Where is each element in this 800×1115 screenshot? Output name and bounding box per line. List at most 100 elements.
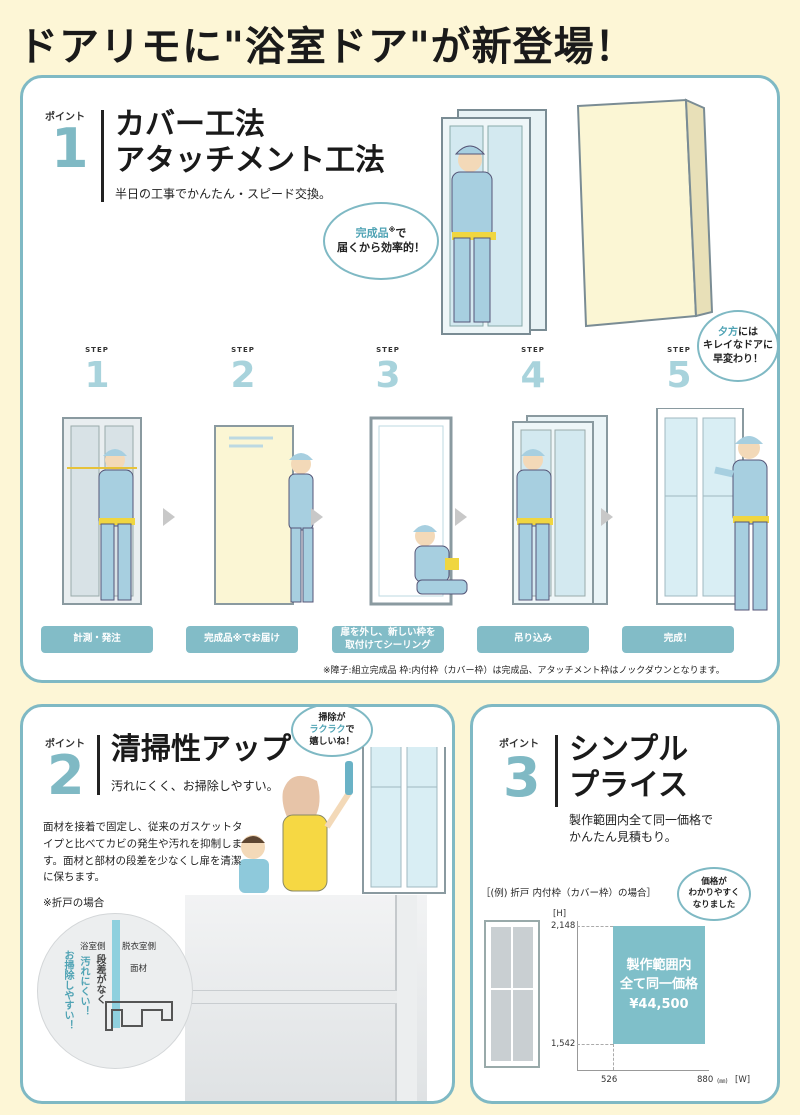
point2-number: 2: [47, 744, 85, 807]
axis-x-line: [577, 1070, 709, 1071]
bubble-accent-text: 完成品: [355, 226, 389, 240]
point3-bubble-line2: わかりやすく: [688, 888, 740, 899]
axis-h-unit: [H]: [553, 909, 567, 919]
bubble-line1: 完成品※で: [356, 226, 407, 242]
step1-illustration: [62, 417, 142, 605]
axis-w-unit-small: (㎜): [717, 1078, 728, 1085]
point3-bubble-line3: なりました: [692, 899, 736, 910]
range-line2: 全て同一価格: [619, 977, 698, 993]
bubble5-line1: 夕方には: [718, 326, 758, 340]
step3-caption: 扉を外し、新しい枠を 取付けてシーリング: [332, 626, 444, 653]
step4-illustration: [512, 415, 608, 605]
bubble-rest-text: で: [395, 226, 407, 240]
step3-caption-line2: 取付けてシーリング: [345, 639, 431, 651]
point2-heading: 清掃性アップ: [111, 732, 291, 767]
point2-bubble-rest: で: [345, 724, 355, 735]
bubble5-accent-text: 夕方: [718, 326, 738, 338]
point2-subtitle: 汚れにくく、お掃除しやすい。: [111, 779, 279, 793]
folding-door-image: [484, 920, 540, 1068]
section-diagram: 浴室側 脱衣室側 面材 段差がなく 汚れにくい！ お掃除しやすい！: [37, 913, 193, 1069]
point2-divider: [97, 735, 100, 795]
point2-body-line4: に保ちます。: [43, 871, 105, 884]
step3-label: STEP: [376, 346, 400, 354]
step5-illustration: [656, 408, 744, 605]
arrow-step2-3: [311, 508, 323, 526]
tick-h-max: 2,148: [551, 921, 576, 931]
bubble5-line3: 早変わり！: [713, 353, 763, 365]
point2-bubble-accent: ラクラク: [309, 724, 346, 735]
step4-label: STEP: [521, 346, 545, 354]
point1-heading-line2: アタッチメント工法: [115, 143, 385, 178]
point3-heading-line2: プライス: [569, 768, 689, 803]
step3-illustration: [369, 416, 468, 606]
point2-speech-bubble: 掃除が ラクラクで 嬉しいね！: [291, 707, 373, 757]
arrow-step4-5: [601, 508, 613, 526]
bubble-line2: 届くから効率的！: [337, 241, 425, 255]
point2-note: ※折戸の場合: [43, 897, 105, 909]
bubble5-line2: キレイなドアに: [703, 340, 773, 352]
bubble5-rest-text: には: [738, 326, 758, 338]
bubble-mark: ※: [388, 225, 396, 234]
diagram-label-bath: 浴室側: [80, 942, 106, 952]
frame-profile-icon: [105, 1001, 173, 1031]
page-title: ドアリモに"浴室ドア"が新登場！: [18, 24, 636, 70]
point2-body-line2: イプと比べてカビの発生や汚れを抑制しま: [43, 837, 243, 850]
point2-label: ポイント: [45, 739, 85, 750]
step1-label: STEP: [85, 346, 109, 354]
diagram-label-dressing: 脱衣室側: [122, 942, 157, 952]
family-illustration: [239, 747, 446, 894]
price-chart-caption: ［(例) 折戸 内付枠（カバー枠）の場合］: [481, 888, 656, 899]
axis-w-unit: [W]: [735, 1075, 751, 1085]
diagram-label-panel: 面材: [130, 964, 148, 974]
step1-number: 1: [84, 355, 110, 396]
step2-number: 2: [230, 355, 256, 396]
point1-footnote: ※障子:組立完成品 枠:内付枠（カバー枠）は完成品、アタッチメント枠はノックダウ…: [323, 666, 725, 676]
hero-illustration: [441, 98, 713, 335]
point3-label: ポイント: [499, 739, 539, 750]
point3-number: 3: [503, 746, 541, 809]
diagram-label-dirt: 汚れにくい！: [78, 956, 89, 1016]
point3-subtitle-line2: かんたん見積もり。: [569, 830, 677, 844]
point3-speech-bubble: 価格が わかりやすく なりました: [677, 867, 751, 921]
step3-number: 3: [375, 355, 401, 396]
step5-speech-bubble: 夕方には キレイなドアに 早変わり！: [697, 310, 777, 382]
range-price: ¥44,500: [629, 996, 689, 1012]
step2-caption: 完成品※でお届け: [186, 626, 298, 653]
point2-panel: ポイント 2 清掃性アップ 汚れにくく、お掃除しやすい。 掃除が ラクラクで 嬉…: [20, 704, 455, 1104]
point1-heading-line1: カバー工法: [115, 107, 265, 142]
point1-number: 1: [51, 117, 89, 180]
guide-h-min: [577, 1044, 613, 1045]
step3-caption-line1: 扉を外し、新しい枠を: [340, 627, 436, 639]
arrow-step3-4: [455, 508, 467, 526]
axis-y-line: [577, 921, 578, 1071]
point3-divider: [555, 735, 558, 807]
range-line1: 製作範囲内: [626, 957, 692, 973]
point1-speech-bubble: 完成品※で 届くから効率的！: [323, 202, 439, 280]
point3-heading-line1: シンプル: [569, 732, 689, 767]
point1-subtitle: 半日の工事でかんたん・スピード交換。: [115, 187, 332, 201]
price-range-box: 製作範囲内 全て同一価格 ¥44,500: [613, 926, 705, 1044]
step4-number: 4: [520, 355, 546, 396]
diagram-label-clean: お掃除しやすい！: [62, 950, 73, 1030]
diagram-label-step: 段差がなく: [94, 954, 105, 1004]
point1-divider: [101, 110, 104, 202]
point2-bubble-line1: 掃除が: [318, 712, 346, 723]
steps-illustration: [62, 408, 744, 606]
guide-w-min: [613, 1044, 614, 1070]
step5-label: STEP: [667, 346, 691, 354]
point2-body-line1: 面材を接着で固定し、従来のガスケットタ: [43, 821, 243, 833]
point2-body-line3: す。面材と部材の段差を少なくし扉を清潔: [43, 854, 242, 867]
point2-bubble-line2: ラクラクで: [309, 724, 354, 736]
point2-bubble-line3: 嬉しいね！: [309, 737, 355, 748]
tick-h-min: 1,542: [551, 1039, 576, 1049]
step5-number: 5: [666, 355, 692, 396]
point3-panel: ポイント 3 シンプル プライス 製作範囲内全て同一価格で かんたん見積もり。 …: [470, 704, 780, 1104]
step4-caption: 吊り込み: [477, 626, 589, 653]
glass-panel-bar: [112, 920, 120, 1028]
arrow-step1-2: [163, 508, 175, 526]
door-rail: [185, 990, 397, 1004]
step5-caption: 完成！: [622, 626, 734, 653]
point3-subtitle-line1: 製作範囲内全て同一価格で: [569, 813, 714, 827]
tick-w-min: 526: [601, 1075, 618, 1085]
point3-bubble-line1: 価格が: [701, 876, 727, 887]
